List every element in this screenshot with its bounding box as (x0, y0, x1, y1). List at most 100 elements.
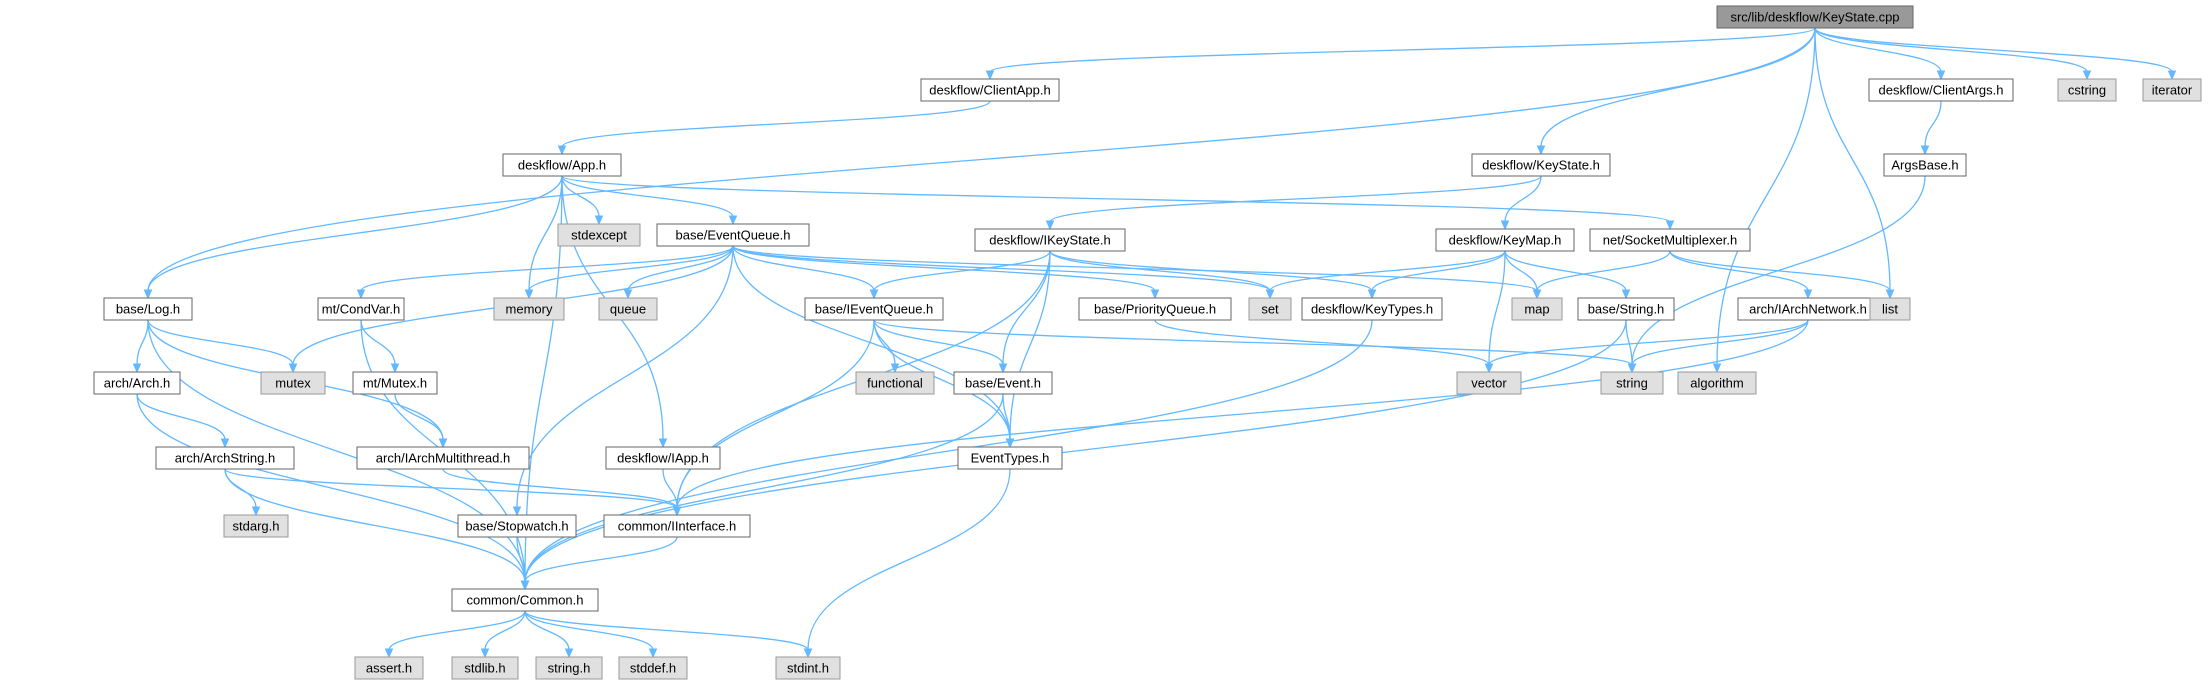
edge-line (1049, 250, 1271, 292)
node-iapp[interactable]: deskflow/IApp.h (605, 446, 721, 470)
node-arch[interactable]: arch/Arch.h (93, 371, 181, 395)
node-mtmutex[interactable]: mt/Mutex.h (352, 371, 438, 395)
node-label: deskflow/ClientArgs.h (1879, 83, 2004, 98)
node-box (103, 297, 193, 321)
edge-eventqueue-to-memory (524, 245, 734, 300)
node-label: deskflow/IApp.h (617, 451, 709, 466)
node-label: stdlib.h (464, 661, 505, 676)
edge-arrowhead (648, 648, 658, 659)
node-label: net/SocketMultiplexer.h (1603, 233, 1737, 248)
edge-line (136, 319, 149, 366)
edge-keymap-to-basestring (1504, 250, 1631, 300)
nodes-layer: src/lib/deskflow/KeyState.cppdeskflow/Cl… (93, 5, 2202, 680)
edge-archstring-to-stdarg (224, 468, 261, 517)
node-archstring[interactable]: arch/ArchString.h (155, 446, 295, 470)
node-string: string (1600, 371, 1664, 395)
edge-eventqueue-to-stopwatch (512, 245, 734, 517)
edge-line (676, 319, 1809, 509)
edge-arrowhead (1621, 289, 1631, 300)
node-label: algorithm (1690, 376, 1743, 391)
edge-line (873, 319, 1004, 366)
edge-iarchnetwork-to-iinterface (672, 319, 1809, 517)
node-label: memory (506, 302, 553, 317)
node-condvar[interactable]: mt/CondVar.h (317, 297, 405, 321)
edge-line (147, 175, 563, 292)
node-vector: vector (1456, 371, 1522, 395)
node-label: common/IInterface.h (618, 519, 737, 534)
edge-line (873, 319, 896, 366)
edge-arrowhead (594, 215, 604, 226)
node-box (1677, 371, 1757, 395)
edge-line (1504, 250, 1538, 292)
node-label: deskflow/KeyMap.h (1449, 233, 1562, 248)
edge-arrowhead (985, 70, 995, 81)
edge-line (1536, 250, 1671, 292)
node-iarchmt[interactable]: arch/IArchMultithread.h (356, 446, 530, 470)
node-priorityqueue[interactable]: base/PriorityQueue.h (1078, 297, 1232, 321)
node-socketmux[interactable]: net/SocketMultiplexer.h (1589, 228, 1751, 252)
edge-socketmux-to-map (1532, 250, 1671, 300)
node-box (1716, 5, 1914, 29)
edge-arrowhead (2167, 70, 2177, 81)
edge-line (1002, 393, 1011, 441)
node-box (451, 588, 599, 612)
edge-line (627, 245, 734, 292)
node-keytypes[interactable]: deskflow/KeyTypes.h (1301, 297, 1443, 321)
edge-arrowhead (623, 289, 633, 300)
edge-arrowhead (1920, 145, 1930, 156)
edge-root-to-keystate (1536, 27, 1816, 156)
edge-arrowhead (251, 506, 261, 517)
node-label: iterator (2152, 83, 2193, 98)
edge-line (732, 245, 1011, 441)
node-stopwatch[interactable]: base/Stopwatch.h (457, 514, 577, 538)
edge-app-to-stdexcept (561, 175, 604, 226)
edge-socketmux-to-iarchnetwork (1669, 250, 1813, 300)
edge-arrowhead (2082, 70, 2092, 81)
edge-eventqueue-to-map (732, 245, 1542, 300)
edge-arrowhead (520, 580, 530, 591)
edge-arrowhead (1712, 363, 1722, 374)
node-queue: queue (598, 297, 658, 321)
node-keymap[interactable]: deskflow/KeyMap.h (1435, 228, 1575, 252)
edge-line (1631, 319, 1809, 366)
node-app[interactable]: deskflow/App.h (502, 153, 622, 177)
edge-arrowhead (1005, 438, 1015, 449)
edge-app-to-socketmux (561, 175, 1675, 231)
node-label: arch/Arch.h (104, 376, 170, 391)
node-event[interactable]: base/Event.h (953, 371, 1053, 395)
node-box (457, 514, 577, 538)
node-iinterface[interactable]: common/IInterface.h (603, 514, 751, 538)
node-keystate[interactable]: deskflow/KeyState.h (1471, 153, 1611, 177)
node-iarchnetwork[interactable]: arch/IArchNetwork.h (1737, 297, 1879, 321)
edge-arrowhead (1936, 70, 1946, 81)
node-eventtypes[interactable]: EventTypes.h (957, 446, 1063, 470)
edge-arch-to-archstring (136, 393, 230, 449)
edge-line (1002, 250, 1051, 366)
node-ieventqueue[interactable]: base/IEventQueue.h (804, 297, 944, 321)
node-log[interactable]: base/Log.h (103, 297, 193, 321)
node-label: base/String.h (1588, 302, 1665, 317)
edge-line (1814, 27, 1942, 73)
node-label: queue (610, 302, 646, 317)
edge-line (524, 610, 809, 651)
node-box (223, 514, 289, 538)
edge-arrowhead (438, 438, 448, 449)
node-label: deskflow/IKeyState.h (989, 233, 1110, 248)
node-clientapp[interactable]: deskflow/ClientApp.h (920, 78, 1060, 102)
edge-line (1504, 250, 1627, 292)
edge-line (1625, 319, 1633, 366)
node-label: map (1524, 302, 1549, 317)
node-argsbase[interactable]: ArgsBase.h (1883, 153, 1967, 177)
node-ikeystate[interactable]: deskflow/IKeyState.h (974, 228, 1126, 252)
node-common[interactable]: common/Common.h (451, 588, 599, 612)
edge-ieventqueue-to-functional (873, 319, 900, 374)
edge-socketmux-to-list (1669, 250, 1895, 300)
node-clientargs[interactable]: deskflow/ClientArgs.h (1868, 78, 2014, 102)
edge-ikeystate-to-ieventqueue (869, 250, 1051, 300)
edge-eventtypes-to-stdint (803, 468, 1011, 659)
edge-line (524, 610, 570, 651)
node-box (93, 371, 181, 395)
node-eventqueue[interactable]: base/EventQueue.h (656, 223, 810, 247)
node-basestring[interactable]: base/String.h (1577, 297, 1675, 321)
